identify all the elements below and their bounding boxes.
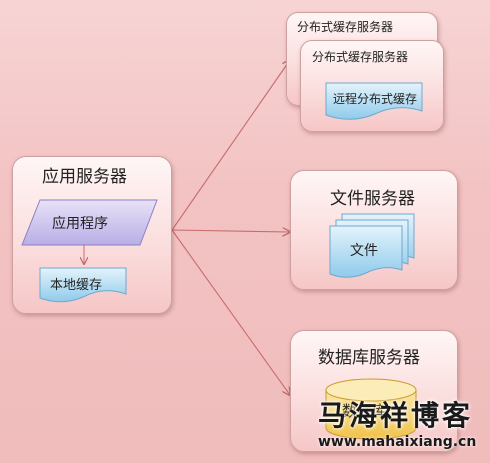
db-label: 数据库	[342, 402, 388, 420]
app-server-title: 应用服务器	[42, 167, 127, 187]
local-cache-label: 本地缓存	[50, 278, 103, 293]
file-shape-1	[329, 225, 403, 278]
db-cylinder-icon	[325, 390, 417, 440]
remote-cache-label: 远程分布式缓存	[333, 92, 418, 106]
distributed-cache-front-title: 分布式缓存服务器	[312, 50, 409, 64]
watermark: 马海祥博客 www.mahaixiang.cn	[318, 394, 486, 458]
remote-cache-shape	[325, 82, 423, 120]
local-cache-shape	[39, 267, 127, 303]
arrow-to-db-server	[171, 229, 290, 395]
file-server-title: 文件服务器	[330, 189, 415, 209]
arrow-to-file-server	[171, 230, 290, 232]
app-program-shape	[21, 199, 158, 246]
db-server-title: 数据库服务器	[318, 348, 420, 368]
arrow-to-distributed-cache	[171, 60, 290, 231]
watermark-title: 马海祥博客	[318, 399, 474, 432]
distributed-cache-back-title: 分布式缓存服务器	[297, 20, 394, 34]
watermark-url: www.mahaixiang.cn	[318, 434, 477, 450]
file-label: 文件	[350, 243, 378, 259]
app-program-label: 应用程序	[52, 216, 108, 232]
